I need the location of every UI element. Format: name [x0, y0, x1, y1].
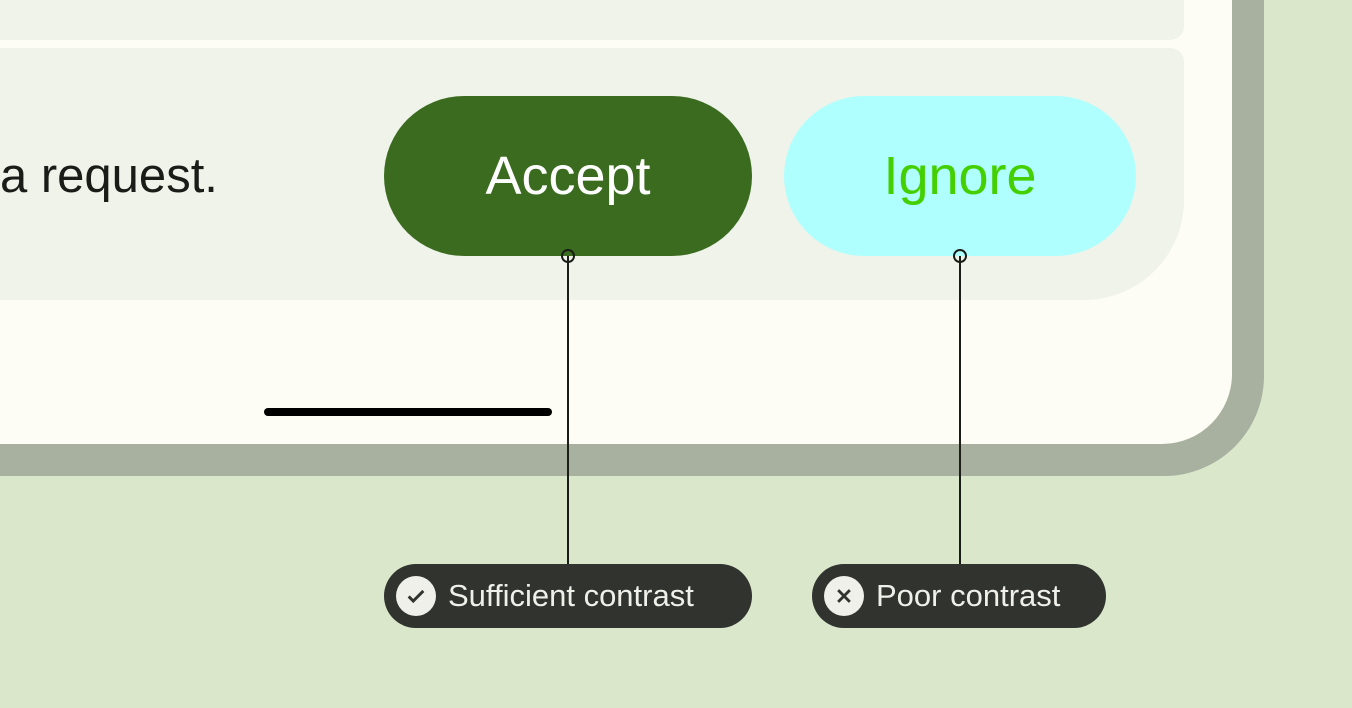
badge-label: Sufficient contrast — [448, 578, 694, 613]
callout-line-ignore — [959, 256, 961, 564]
poor-contrast-badge: Poor contrast — [812, 564, 1106, 628]
check-circle-icon — [396, 576, 436, 616]
sufficient-contrast-badge: Sufficient contrast — [384, 564, 752, 628]
accept-button[interactable]: Accept — [384, 96, 752, 256]
callout-dot-accept — [561, 249, 575, 263]
x-circle-icon — [824, 576, 864, 616]
callout-dot-ignore — [953, 249, 967, 263]
upper-card — [0, 0, 1184, 40]
home-indicator[interactable] — [264, 408, 552, 416]
request-message: a request. — [0, 149, 218, 203]
badge-label: Poor contrast — [876, 578, 1061, 613]
ignore-button[interactable]: Ignore — [784, 96, 1136, 256]
callout-line-accept — [567, 256, 569, 564]
